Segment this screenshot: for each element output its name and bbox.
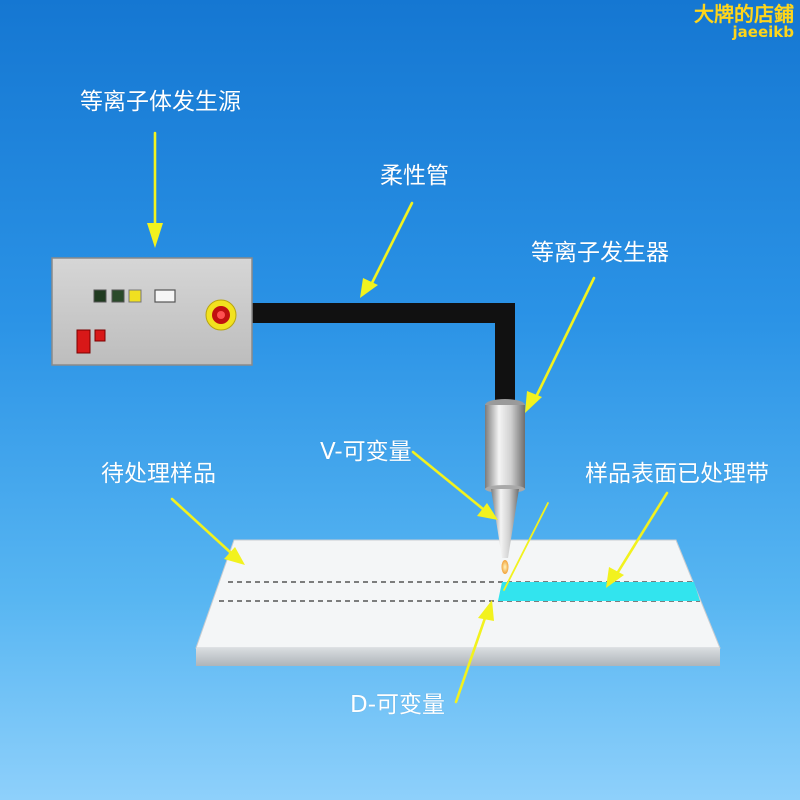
label-flexible-tube: 柔性管 <box>380 163 449 189</box>
label-d-variable: D-可变量 <box>350 692 446 718</box>
watermark-id: jaeeikb <box>732 23 794 41</box>
arrow-flexible-tube <box>360 201 414 298</box>
power-switch-small <box>94 329 106 342</box>
label-plasma-source: 等离子体发生源 <box>80 89 241 115</box>
display-window <box>154 289 176 303</box>
arrow-v-variable <box>411 450 498 520</box>
watermark: 大牌的店鋪 jaeeikb <box>694 4 794 41</box>
label-v-variable: V-可变量 <box>320 439 412 465</box>
indicator-light-3 <box>128 289 142 303</box>
arrow-d-variable <box>454 600 494 704</box>
label-plasma-generator: 等离子发生器 <box>531 240 669 266</box>
annotation-arrows <box>147 131 669 704</box>
watermark-shop-name: 大牌的店鋪 <box>694 2 794 26</box>
sample-plate <box>195 539 721 666</box>
power-switch <box>76 329 91 354</box>
plasma-source-box <box>51 257 253 366</box>
indicator-light-1 <box>93 289 107 303</box>
arrow-treated-band <box>606 491 669 588</box>
arrow-plasma-generator <box>525 276 596 413</box>
treated-band <box>498 582 700 601</box>
plasma-flame <box>501 560 509 574</box>
v-angle-guide-line <box>503 502 549 591</box>
plasma-generator-nozzle <box>485 399 525 574</box>
indicator-light-2 <box>111 289 125 303</box>
label-treated-band: 样品表面已处理带 <box>585 461 769 487</box>
arrow-sample <box>170 497 245 565</box>
flexible-tube <box>252 303 515 402</box>
arrow-plasma-source <box>147 131 163 248</box>
label-sample: 待处理样品 <box>101 461 216 487</box>
